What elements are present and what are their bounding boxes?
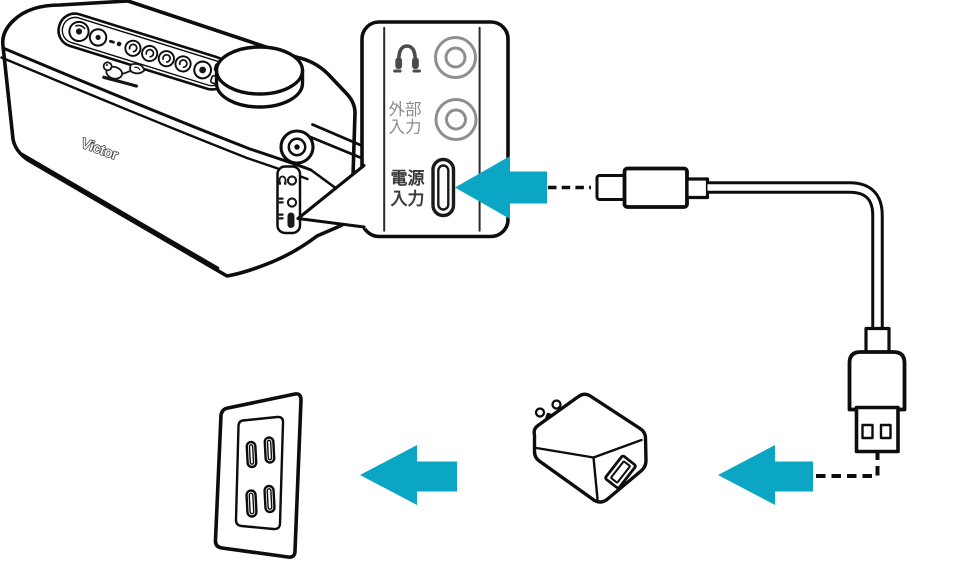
button-icon <box>157 50 175 68</box>
headphone-jack-icon <box>434 36 477 79</box>
headphones-icon <box>393 44 421 73</box>
wall-outlet-icon <box>213 392 303 559</box>
dashed-connector-line-bottom <box>816 453 880 478</box>
usb-ac-adapter-icon <box>532 392 648 504</box>
carry-strap-line-1 <box>301 132 363 160</box>
speaker-base-line <box>20 152 220 270</box>
control-buttons <box>68 20 226 86</box>
carry-strap-line-2 <box>311 123 363 147</box>
arrow-adapter-to-outlet <box>360 445 457 505</box>
button-icon <box>88 28 108 47</box>
outlet-slot <box>245 440 258 469</box>
arrow-into-power-input <box>455 156 547 219</box>
usb-a-plug-icon <box>847 326 907 454</box>
aux-jack-icon <box>434 98 478 141</box>
usb-c-plug-icon <box>595 166 710 209</box>
outlet-slot <box>263 484 276 514</box>
side-port-panel <box>276 165 302 235</box>
aux-input-label-line1: 外部 <box>389 100 422 119</box>
victor-dog-logo-icon <box>102 61 146 88</box>
usb-c-port-icon <box>431 157 456 218</box>
adapter-usb-socket <box>604 454 637 490</box>
outlet-slot <box>263 436 276 464</box>
arrow-usb-into-adapter <box>718 445 813 505</box>
cable-line <box>707 181 884 329</box>
outlet-slot <box>245 489 258 518</box>
power-input-label-line1: 電源 <box>391 168 425 188</box>
power-input-label-line2: 入力 <box>391 189 425 209</box>
aux-input-label-line2: 入力 <box>389 118 422 137</box>
button-icon <box>141 44 159 63</box>
adapter-body <box>532 392 648 504</box>
volume-knob <box>214 45 305 109</box>
bracket-hinge <box>279 129 315 165</box>
mini-headphone-icon <box>278 175 287 184</box>
button-icon <box>193 60 213 80</box>
usb-cable <box>548 166 907 478</box>
mini-aux-jack <box>286 197 298 208</box>
speaker-device: Victor <box>0 0 363 278</box>
button-icon <box>174 55 192 73</box>
mini-usb-c-port <box>287 212 295 228</box>
callout-wedge <box>298 164 366 229</box>
outlet-socket-face <box>234 415 285 531</box>
button-icon <box>124 39 142 57</box>
mini-headphone-jack <box>286 175 298 186</box>
button-icon <box>68 20 90 43</box>
adapter-edge-lines <box>535 438 643 501</box>
